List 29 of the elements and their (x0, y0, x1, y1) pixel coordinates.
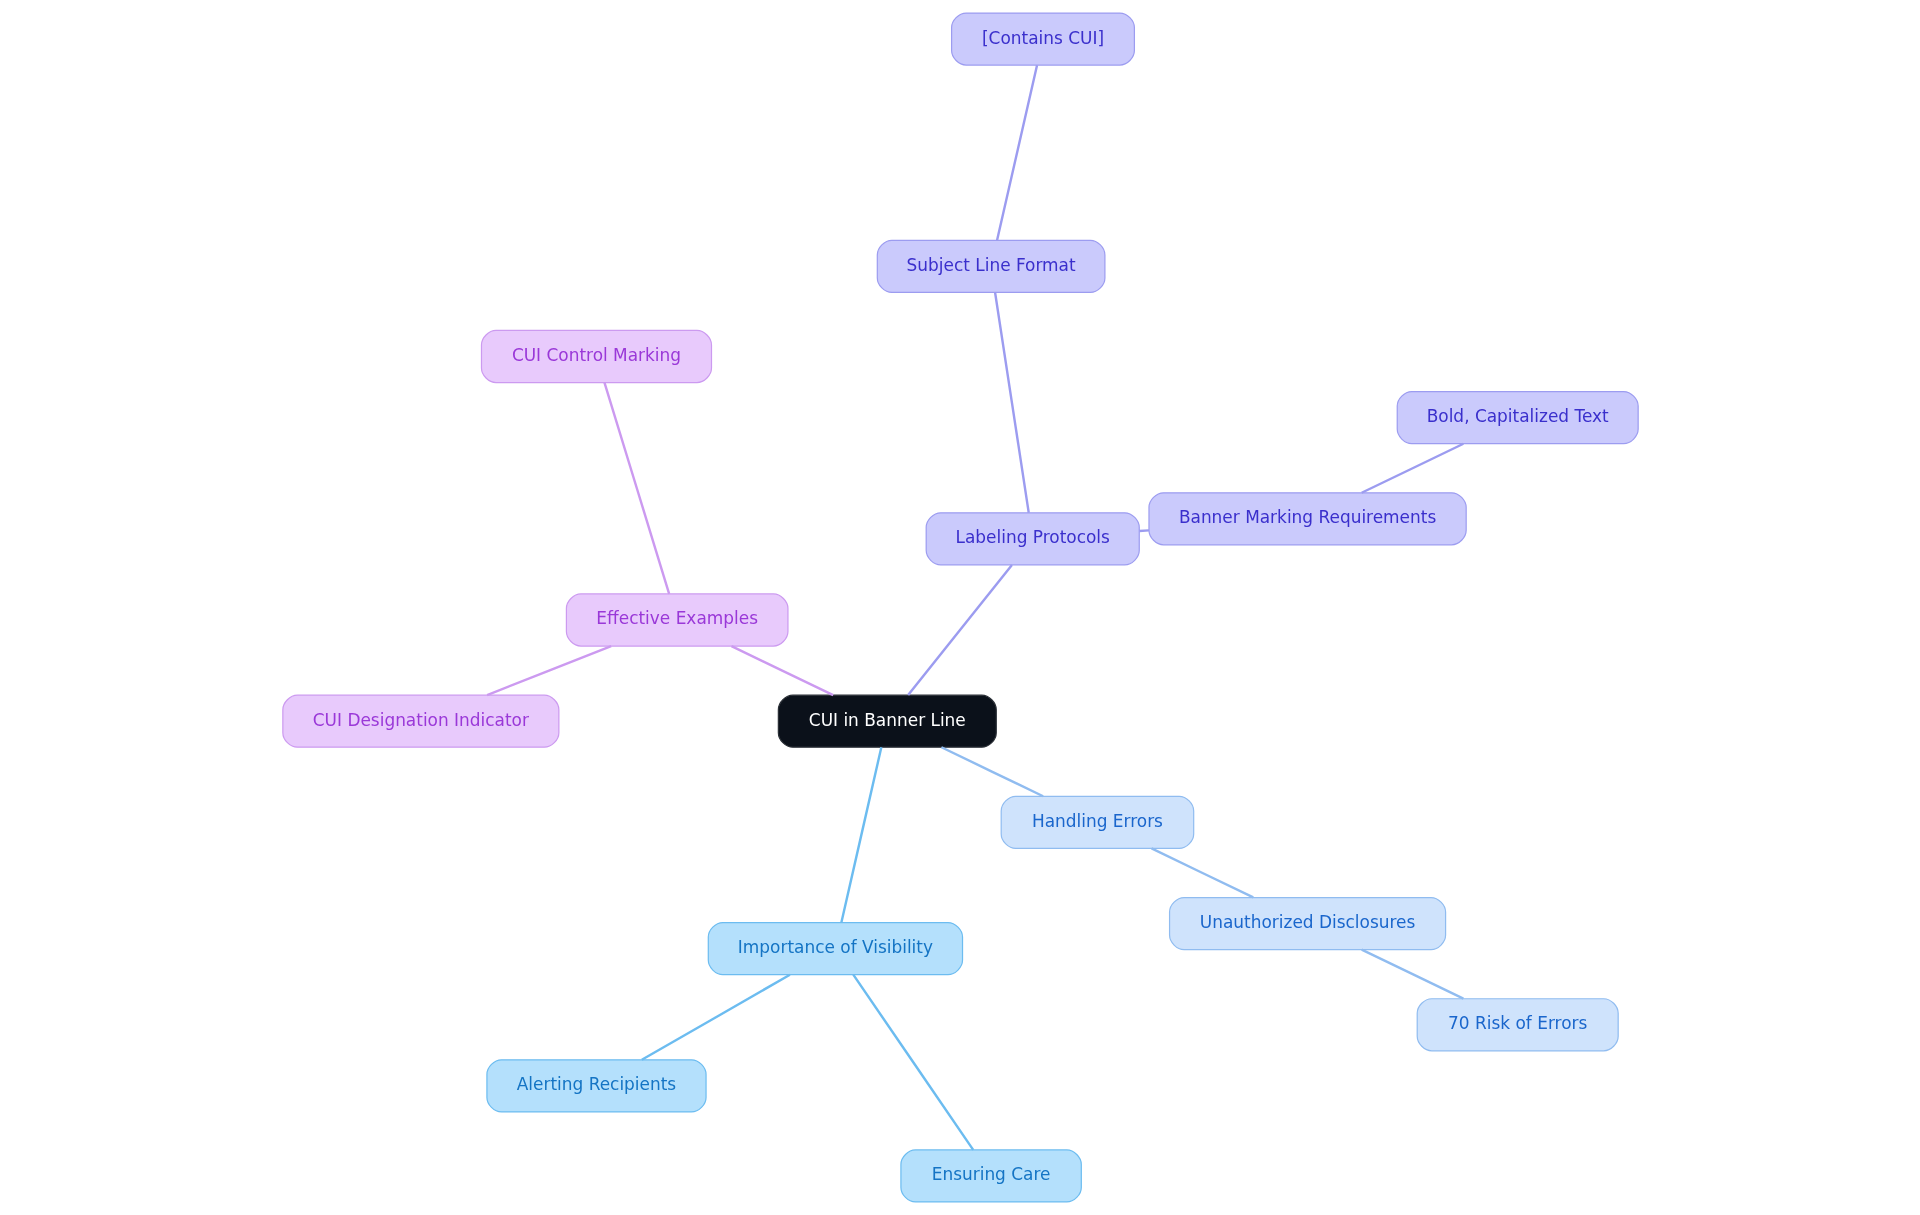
node-box: Bold, Capitalized Text (1396, 390, 1639, 445)
node-box: CUI in Banner Line (777, 694, 997, 748)
node-box: 70 Risk of Errors (1416, 998, 1619, 1052)
connector (993, 292, 1030, 513)
node-box: Ensuring Care (899, 1149, 1082, 1203)
node-box: Importance of Visibility (707, 921, 963, 976)
node-box: Unauthorized Disclosures (1168, 896, 1446, 951)
connector (486, 644, 612, 697)
node-box: [Contains CUI] (950, 12, 1135, 66)
connector (640, 973, 790, 1061)
connector (1150, 847, 1254, 899)
node-box: Effective Examples (565, 593, 789, 647)
connector (1138, 529, 1149, 533)
connector (839, 747, 883, 923)
connector (940, 746, 1044, 798)
connector (1360, 442, 1464, 494)
connector (1360, 948, 1464, 1000)
node-box: Labeling Protocols (925, 512, 1140, 566)
node-box: Banner Marking Requirements (1147, 492, 1467, 546)
connector (730, 645, 834, 697)
connector (851, 973, 974, 1151)
connector (602, 382, 670, 595)
node-box: Subject Line Format (876, 239, 1105, 294)
node-box: CUI Control Marking (480, 329, 712, 384)
node-box: Alerting Recipients (485, 1059, 707, 1113)
node-box: Handling Errors (1000, 795, 1194, 849)
node-box: CUI Designation Indicator (281, 694, 559, 748)
connector (995, 64, 1038, 241)
connector (906, 564, 1013, 696)
